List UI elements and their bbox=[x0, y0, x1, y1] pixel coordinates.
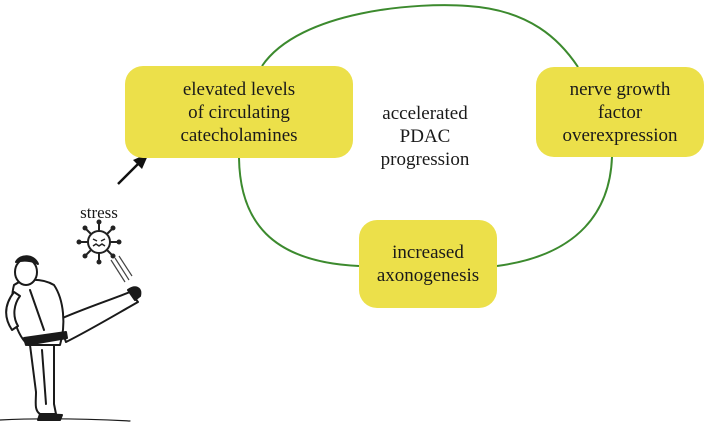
stress-virus-icon bbox=[76, 219, 133, 283]
node-elevated-catecholamines: elevated levels of circulating catechola… bbox=[125, 66, 353, 158]
cycle-edge-catecholamines-ngf bbox=[261, 4, 579, 68]
cycle-center-label: accelerated PDAC progression bbox=[380, 103, 470, 170]
node-catecholamines-label: elevated levels of circulating catechola… bbox=[180, 78, 298, 146]
node-axonogenesis-label: increased axonogenesis bbox=[376, 242, 480, 286]
cycle-edge-ngf-axonogenesis bbox=[496, 156, 613, 267]
stress-label: stress bbox=[80, 203, 118, 222]
kicking-person-illustration bbox=[0, 255, 142, 422]
node-nerve-growth-factor: nerve growth factor overexpression bbox=[536, 67, 704, 157]
node-increased-axonogenesis: increased axonogenesis bbox=[359, 220, 497, 308]
node-ngf-label: nerve growth factor overexpression bbox=[562, 78, 678, 146]
cycle-edge-axonogenesis-catecholamines bbox=[238, 157, 360, 267]
